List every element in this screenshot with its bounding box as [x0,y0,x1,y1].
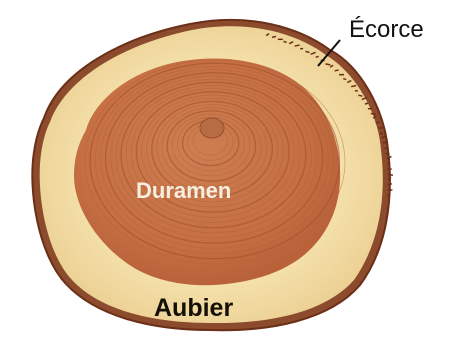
bark-fiber [387,195,390,196]
bark-fiber [365,103,368,104]
bark-fiber [358,95,362,96]
bark-fiber [351,86,356,87]
bark-fiber [305,51,309,52]
label-duramen: Duramen [136,178,231,204]
bark-fiber [316,56,319,57]
label-aubier: Aubier [154,294,233,323]
label-ecorce: Écorce [349,16,424,44]
bark-fiber [383,142,388,143]
bark-fiber [343,79,346,80]
bark-fiber [380,133,383,134]
bark-fiber [335,70,339,71]
bark-fiber [376,122,380,123]
bark-fiber [284,41,287,42]
bark-fiber [325,64,330,65]
bark-fiber [388,174,393,175]
bark-fiber [295,45,300,46]
bark-fiber [388,184,392,185]
bark-fiber [386,153,390,154]
bark-fiber [371,113,376,114]
bark-fiber [387,163,390,164]
pith [200,118,224,138]
bark-fiber [272,36,276,37]
